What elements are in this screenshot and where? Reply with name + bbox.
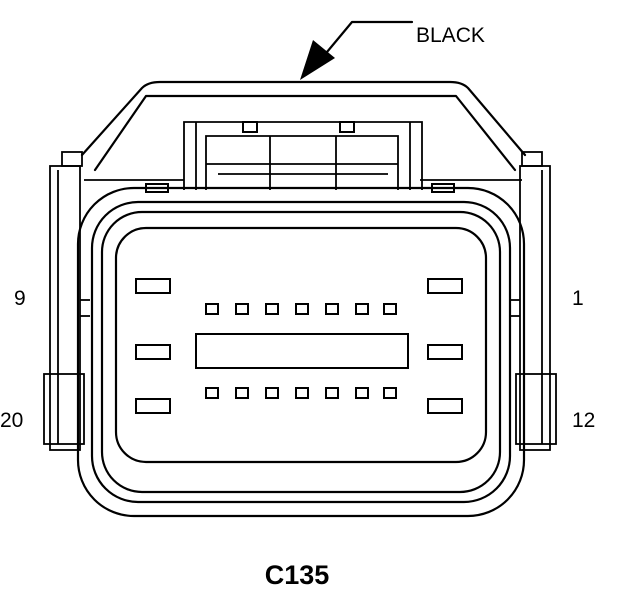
color-callout: BLACK bbox=[300, 20, 485, 80]
center-key-slot bbox=[195, 333, 409, 369]
pin-label-1: 1 bbox=[572, 287, 584, 310]
body-face-outline bbox=[100, 210, 502, 494]
pin-label-20: 20 bbox=[0, 409, 23, 432]
connector-id-label: C135 bbox=[265, 560, 330, 590]
hood-inner-outline bbox=[93, 94, 517, 172]
small-cavity bbox=[265, 387, 279, 399]
cavity-left-middle bbox=[135, 344, 171, 360]
cavity-pin-9 bbox=[135, 278, 171, 294]
body-mid-shell bbox=[90, 200, 512, 504]
latch-tab-right bbox=[339, 121, 355, 133]
rail-outer-right bbox=[519, 165, 551, 451]
latch-body bbox=[205, 135, 399, 190]
small-cavity-row-top bbox=[205, 303, 397, 315]
pin-label-9: 9 bbox=[14, 287, 26, 310]
callout-arrowhead bbox=[300, 40, 335, 80]
hood-outer-outline bbox=[80, 80, 527, 157]
small-cavity bbox=[383, 303, 397, 315]
small-cavity bbox=[325, 387, 339, 399]
small-cavity bbox=[325, 303, 339, 315]
rail-foot-right bbox=[515, 373, 557, 445]
small-cavity bbox=[265, 303, 279, 315]
callout-leader-line bbox=[320, 20, 414, 60]
small-cavity bbox=[235, 303, 249, 315]
pin-label-12: 12 bbox=[572, 409, 595, 432]
cavity-pin-1 bbox=[427, 278, 463, 294]
rail-foot-left bbox=[43, 373, 85, 445]
small-cavity bbox=[235, 387, 249, 399]
rail-cap-left bbox=[61, 151, 83, 167]
small-cavity bbox=[295, 303, 309, 315]
large-terminal-cavities bbox=[135, 278, 463, 414]
small-cavity bbox=[383, 387, 397, 399]
small-cavity bbox=[205, 387, 219, 399]
small-cavity-row-bottom bbox=[205, 387, 397, 399]
connector-hood bbox=[80, 80, 527, 193]
latch-tab-left bbox=[242, 121, 258, 133]
small-cavity bbox=[355, 387, 369, 399]
small-cavity bbox=[295, 387, 309, 399]
side-rail-right bbox=[510, 151, 557, 451]
side-rail-left bbox=[43, 151, 90, 451]
cavity-pin-12 bbox=[427, 398, 463, 414]
pin-face bbox=[114, 226, 488, 464]
body-outer-shell bbox=[76, 186, 526, 518]
small-cavity bbox=[205, 303, 219, 315]
connector-body bbox=[76, 186, 526, 518]
small-cavity bbox=[355, 303, 369, 315]
cavity-right-middle bbox=[427, 344, 463, 360]
cavity-pin-20 bbox=[135, 398, 171, 414]
color-label: BLACK bbox=[416, 24, 485, 47]
rail-outer-left bbox=[49, 165, 81, 451]
latch-frame bbox=[183, 121, 423, 190]
